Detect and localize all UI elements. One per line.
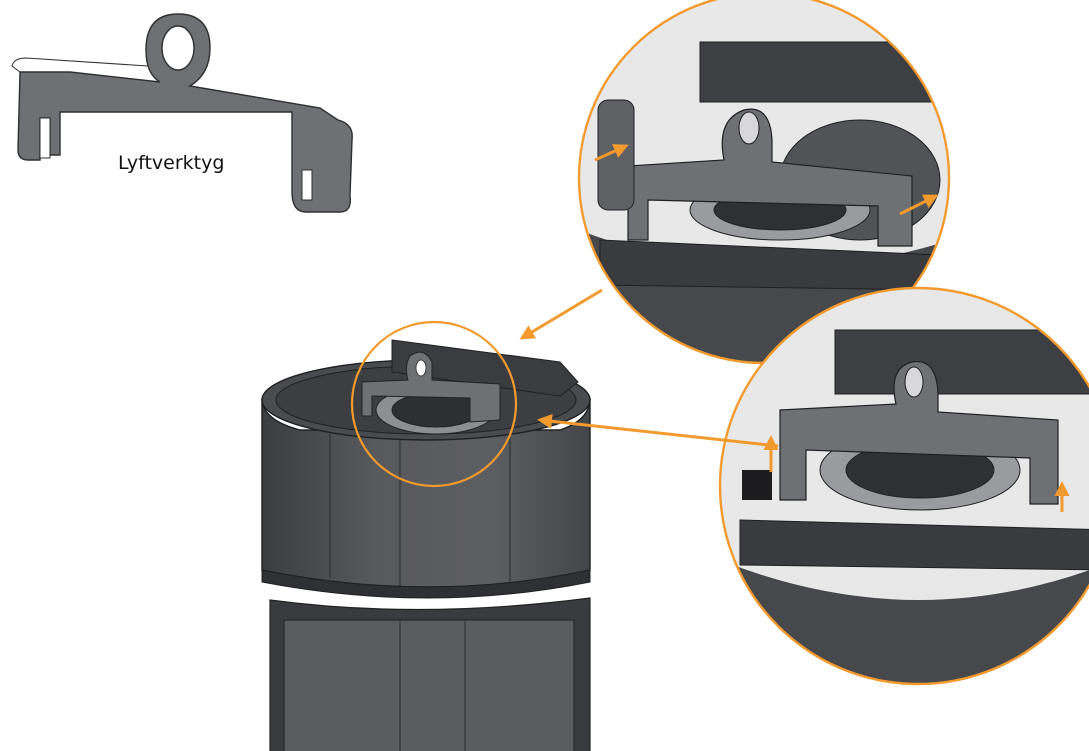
detail-circle-bottom bbox=[718, 286, 1089, 686]
stove bbox=[261, 339, 591, 751]
orange-arrow-icon bbox=[519, 144, 1070, 512]
tool-label: Lyftverktyg bbox=[118, 152, 225, 174]
lifting-tool bbox=[11, 13, 353, 213]
detail-view-bottom bbox=[720, 288, 1089, 684]
highlight-circle bbox=[350, 320, 518, 488]
